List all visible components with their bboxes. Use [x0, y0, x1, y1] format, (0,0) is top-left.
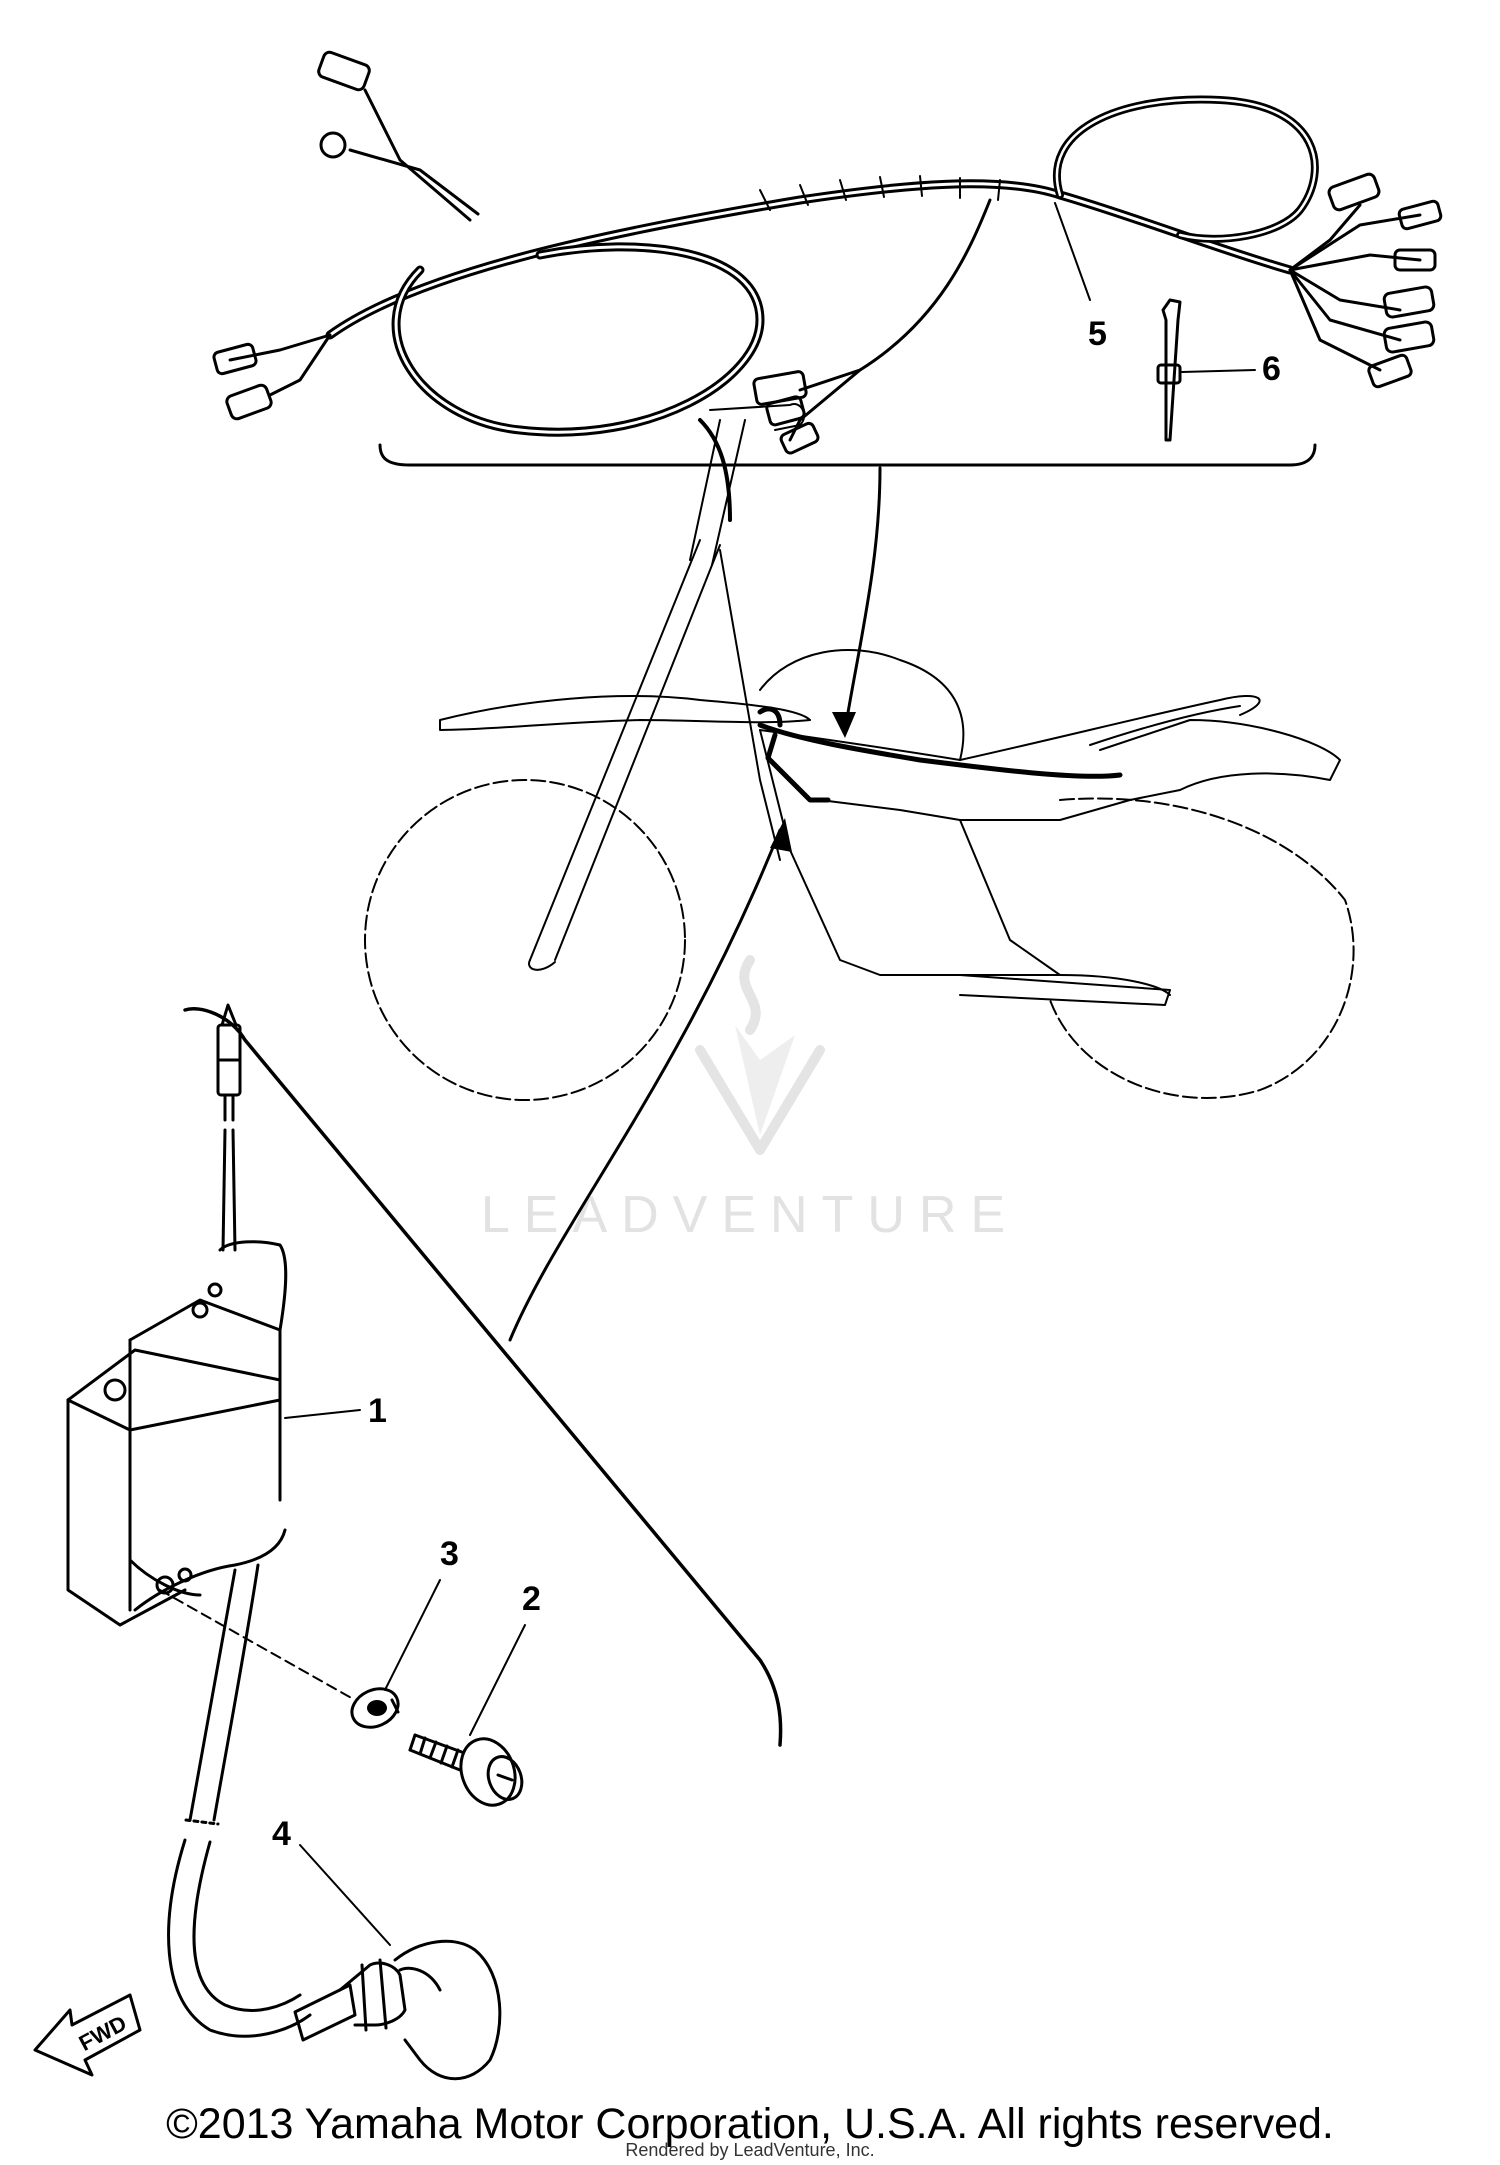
callout-6: 6 [1262, 350, 1281, 388]
mounting-line [159, 1589, 356, 1701]
callout-5: 5 [1088, 315, 1107, 353]
leader-4 [299, 1844, 391, 1946]
group-bracket [378, 443, 1317, 467]
motorcycle-outline [364, 403, 1355, 1101]
callout-1: 1 [368, 1392, 387, 1430]
pointer-arrow-coil [508, 828, 782, 1342]
ignition-coil [66, 1003, 312, 2038]
cable-tie [1156, 298, 1182, 442]
leader-3 [384, 1579, 441, 1691]
callout-4: 4 [272, 1815, 291, 1853]
rendered-by-note: Rendered by LeadVenture, Inc. [625, 2140, 875, 2160]
pointer-arrow-harness [843, 466, 882, 732]
harness-on-bike [757, 706, 1123, 803]
fwd-arrow: FWD [33, 1993, 142, 2077]
leader-6 [1181, 369, 1256, 373]
leader-2 [469, 1624, 526, 1736]
spark-plug-cap [293, 1939, 502, 2081]
callout-3: 3 [440, 1535, 459, 1573]
leader-1 [284, 1409, 361, 1419]
leadventure-watermark [695, 955, 825, 1155]
detail-boundary [183, 1007, 783, 1747]
washer [350, 1687, 400, 1729]
watermark-text: LEADVENTURE [481, 1186, 1019, 1244]
leader-5 [1054, 202, 1091, 301]
wire-harness [212, 50, 1443, 455]
screw [408, 1733, 524, 1807]
callout-2: 2 [522, 1580, 541, 1618]
copyright-notice: ©2013 Yamaha Motor Corporation, U.S.A. A… [166, 2100, 1334, 2148]
